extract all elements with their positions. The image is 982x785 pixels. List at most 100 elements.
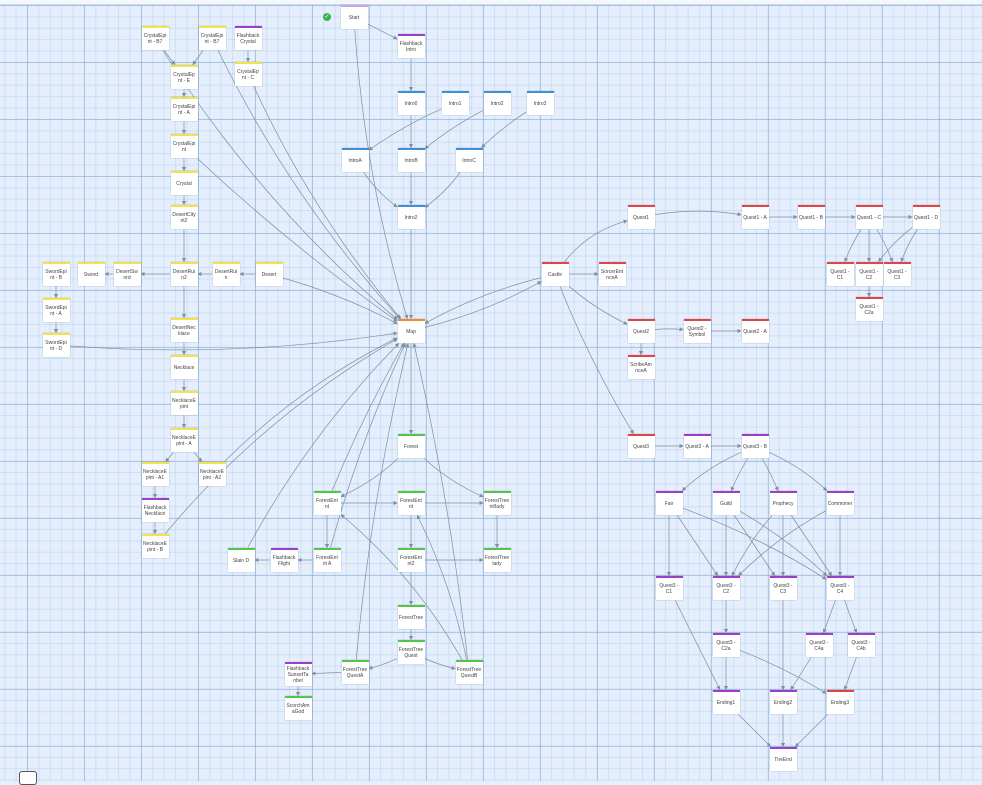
edge-castle-map bbox=[424, 277, 542, 324]
edge-intro3-introc bbox=[481, 111, 527, 148]
node-desert[interactable]: Desert bbox=[255, 262, 283, 286]
node-flashback-necklace[interactable]: Flashback Necklace bbox=[141, 498, 169, 522]
edge-quest2-quest2_symbol bbox=[654, 327, 684, 332]
node-desert-city[interactable]: DesertCity nt2 bbox=[170, 205, 198, 229]
node-quest3-c1[interactable]: Quest3 - C1 bbox=[655, 576, 683, 600]
node-intro-c[interactable]: IntroC bbox=[455, 148, 483, 172]
node-forest-tree-right[interactable]: ForestTree nt/lady bbox=[483, 491, 511, 515]
node-fair[interactable]: Fair bbox=[655, 491, 683, 515]
corner-panel-toggle-icon[interactable] bbox=[19, 771, 37, 785]
node-crystal-a2[interactable]: CrystalEpi nt - B7 bbox=[198, 26, 226, 50]
node-forest-tree-quest-a[interactable]: ForestTree QuestA bbox=[341, 660, 369, 684]
node-crystal-a1[interactable]: CrystalEpi nt - B7 bbox=[141, 26, 169, 50]
node-flashback-sunset[interactable]: Flashback SunsetTa nbel bbox=[284, 662, 312, 686]
node-quest1-c[interactable]: Quest1 - C bbox=[855, 205, 883, 229]
node-intro2[interactable]: Intro2 bbox=[483, 91, 511, 115]
node-quest3-c2a[interactable]: Quest3 - C2a bbox=[712, 633, 740, 657]
node-forest-tree-quest[interactable]: ForestTree Quest bbox=[397, 640, 425, 664]
node-ending2[interactable]: Ending2 bbox=[769, 690, 797, 714]
node-flashback-flight[interactable]: Flashback Flight bbox=[270, 548, 298, 572]
node-guild[interactable]: Guild bbox=[712, 491, 740, 515]
node-ending3[interactable]: Ending3 bbox=[826, 690, 854, 714]
node-forest-treelady[interactable]: ForestTree lady bbox=[483, 548, 511, 572]
node-quest3-c4a[interactable]: Quest3 - C4a bbox=[805, 633, 833, 657]
node-quest3-c3[interactable]: Quest3 - C3 bbox=[769, 576, 797, 600]
node-desert-ruin-2[interactable]: DesertRui n2 bbox=[170, 262, 198, 286]
node-map[interactable]: Map bbox=[397, 319, 425, 343]
node-crystal-e[interactable]: CrystalEp nt - E bbox=[170, 65, 198, 89]
node-sword-a[interactable]: SwordEpi nt - A bbox=[42, 298, 70, 322]
node-forest-tree-quest-b[interactable]: ForestTree QuestB bbox=[455, 660, 483, 684]
node-flashback-intro[interactable]: Flashback Intro bbox=[397, 34, 425, 58]
node-slain[interactable]: Slain D bbox=[227, 548, 255, 572]
edge-forest_tree_quest_b-map bbox=[412, 342, 468, 660]
node-forest-ent-2[interactable]: ForestEnt nt2 bbox=[397, 548, 425, 572]
node-prophecy[interactable]: Prophecy bbox=[769, 491, 797, 515]
edge-castle-quest3 bbox=[559, 286, 634, 435]
node-necklace[interactable]: Necklace bbox=[170, 355, 198, 379]
node-quest2-symbol[interactable]: Quest2 - Symbol bbox=[683, 319, 711, 343]
node-start[interactable]: Start bbox=[340, 5, 368, 29]
node-crystal-c[interactable]: CrystalEp nt - C bbox=[234, 62, 262, 86]
node-forest[interactable]: Forest bbox=[397, 434, 425, 458]
node-quest3-a[interactable]: Quest3 - A bbox=[683, 434, 711, 458]
node-intro3[interactable]: Intro3 bbox=[526, 91, 554, 115]
edge-forest_tree_quest-forest_tree_quest_b bbox=[424, 658, 456, 670]
node-quest3-b[interactable]: Quest3 - B bbox=[741, 434, 769, 458]
node-desert-necklace[interactable]: DesertNec klace bbox=[170, 318, 198, 342]
node-desert-sword[interactable]: DesertSw ord bbox=[113, 262, 141, 286]
node-the-end[interactable]: TheEnd bbox=[769, 747, 797, 771]
node-quest2[interactable]: Quest2 bbox=[627, 319, 655, 343]
node-necklace-plain[interactable]: NecklaceE pint bbox=[170, 391, 198, 415]
node-flashback-crystal[interactable]: Flashback Crystal bbox=[234, 26, 262, 50]
node-quest3-c4b[interactable]: Quest3 - C4b bbox=[847, 633, 875, 657]
node-scorch[interactable]: ScorchAm aGod bbox=[284, 696, 312, 720]
node-forest-tree[interactable]: ForestTree bbox=[397, 605, 425, 629]
node-necklace-a[interactable]: NecklaceE pint - A bbox=[170, 428, 198, 452]
node-intro0[interactable]: Intro0 bbox=[397, 91, 425, 115]
node-quest1-a[interactable]: Quest1 - A bbox=[741, 205, 769, 229]
node-quest1-c2a[interactable]: Quest1 - C2a bbox=[855, 297, 883, 321]
node-quest1-d[interactable]: Quest1 - D bbox=[912, 205, 940, 229]
node-quest2-a[interactable]: Quest2 - A bbox=[741, 319, 769, 343]
node-quest3[interactable]: Quest3 bbox=[627, 434, 655, 458]
node-quest3-c2[interactable]: Quest3 - C2 bbox=[712, 576, 740, 600]
node-quest1-b[interactable]: Quest1 - B bbox=[797, 205, 825, 229]
node-scribe[interactable]: ScribeAm nceA bbox=[627, 355, 655, 379]
edge-crystal_a1-map bbox=[162, 50, 398, 320]
node-intro-b[interactable]: IntroB bbox=[397, 148, 425, 172]
node-sword-d[interactable]: SwordEpi nt - D bbox=[42, 333, 70, 357]
edge-introa-intro_end bbox=[363, 172, 398, 208]
edge-prophecy-quest3_c4 bbox=[791, 515, 832, 577]
node-crystal-plain[interactable]: CrystalEpi nt bbox=[170, 134, 198, 158]
node-forest-ent-mid[interactable]: ForestEnt nt bbox=[397, 491, 425, 515]
node-quest3-c4[interactable]: Quest3 - C4 bbox=[826, 576, 854, 600]
node-intro1[interactable]: Intro1 bbox=[441, 91, 469, 115]
node-sorcerer[interactable]: SorcerEnt nceA bbox=[598, 262, 626, 286]
node-quest1-c2[interactable]: Quest1 - C2 bbox=[855, 262, 883, 286]
edge-crystal_c-map bbox=[253, 86, 402, 320]
edge-fair-quest3_c4 bbox=[682, 507, 827, 580]
node-crystal-a[interactable]: CrystalEpi nt - A bbox=[170, 97, 198, 121]
node-necklace-a2[interactable]: NecklaceE pint - A2 bbox=[198, 462, 226, 486]
edge-start-map bbox=[354, 29, 409, 320]
edge-crystal_a2-map bbox=[217, 50, 401, 320]
node-crystal[interactable]: Crystal bbox=[170, 171, 198, 195]
node-sword[interactable]: Sword bbox=[77, 262, 105, 286]
node-intro-a[interactable]: IntroA bbox=[341, 148, 369, 172]
node-quest1-c3[interactable]: Quest1 - C3 bbox=[883, 262, 911, 286]
node-desert-ruin[interactable]: DesertRui n bbox=[212, 262, 240, 286]
node-commoner[interactable]: Commoner bbox=[826, 491, 854, 515]
node-sword-b[interactable]: SwordEpi nt - B bbox=[42, 262, 70, 286]
node-forest-ent-left[interactable]: ForestEnt nt bbox=[313, 491, 341, 515]
node-ending1[interactable]: Ending1 bbox=[712, 690, 740, 714]
node-quest1[interactable]: Quest1 bbox=[627, 205, 655, 229]
node-quest1-c1[interactable]: Quest1 - C1 bbox=[826, 262, 854, 286]
node-necklace-a1[interactable]: NecklaceE pint - A1 bbox=[141, 462, 169, 486]
node-intro-end[interactable]: Intro2 bbox=[397, 205, 425, 229]
node-necklace-b[interactable]: NecklaceE pint - B bbox=[141, 534, 169, 558]
edge-quest3_c2a-ending3 bbox=[739, 650, 827, 694]
node-castle[interactable]: Castle bbox=[541, 262, 569, 286]
node-forest-ent-a[interactable]: ForestEnt nt A bbox=[313, 548, 341, 572]
